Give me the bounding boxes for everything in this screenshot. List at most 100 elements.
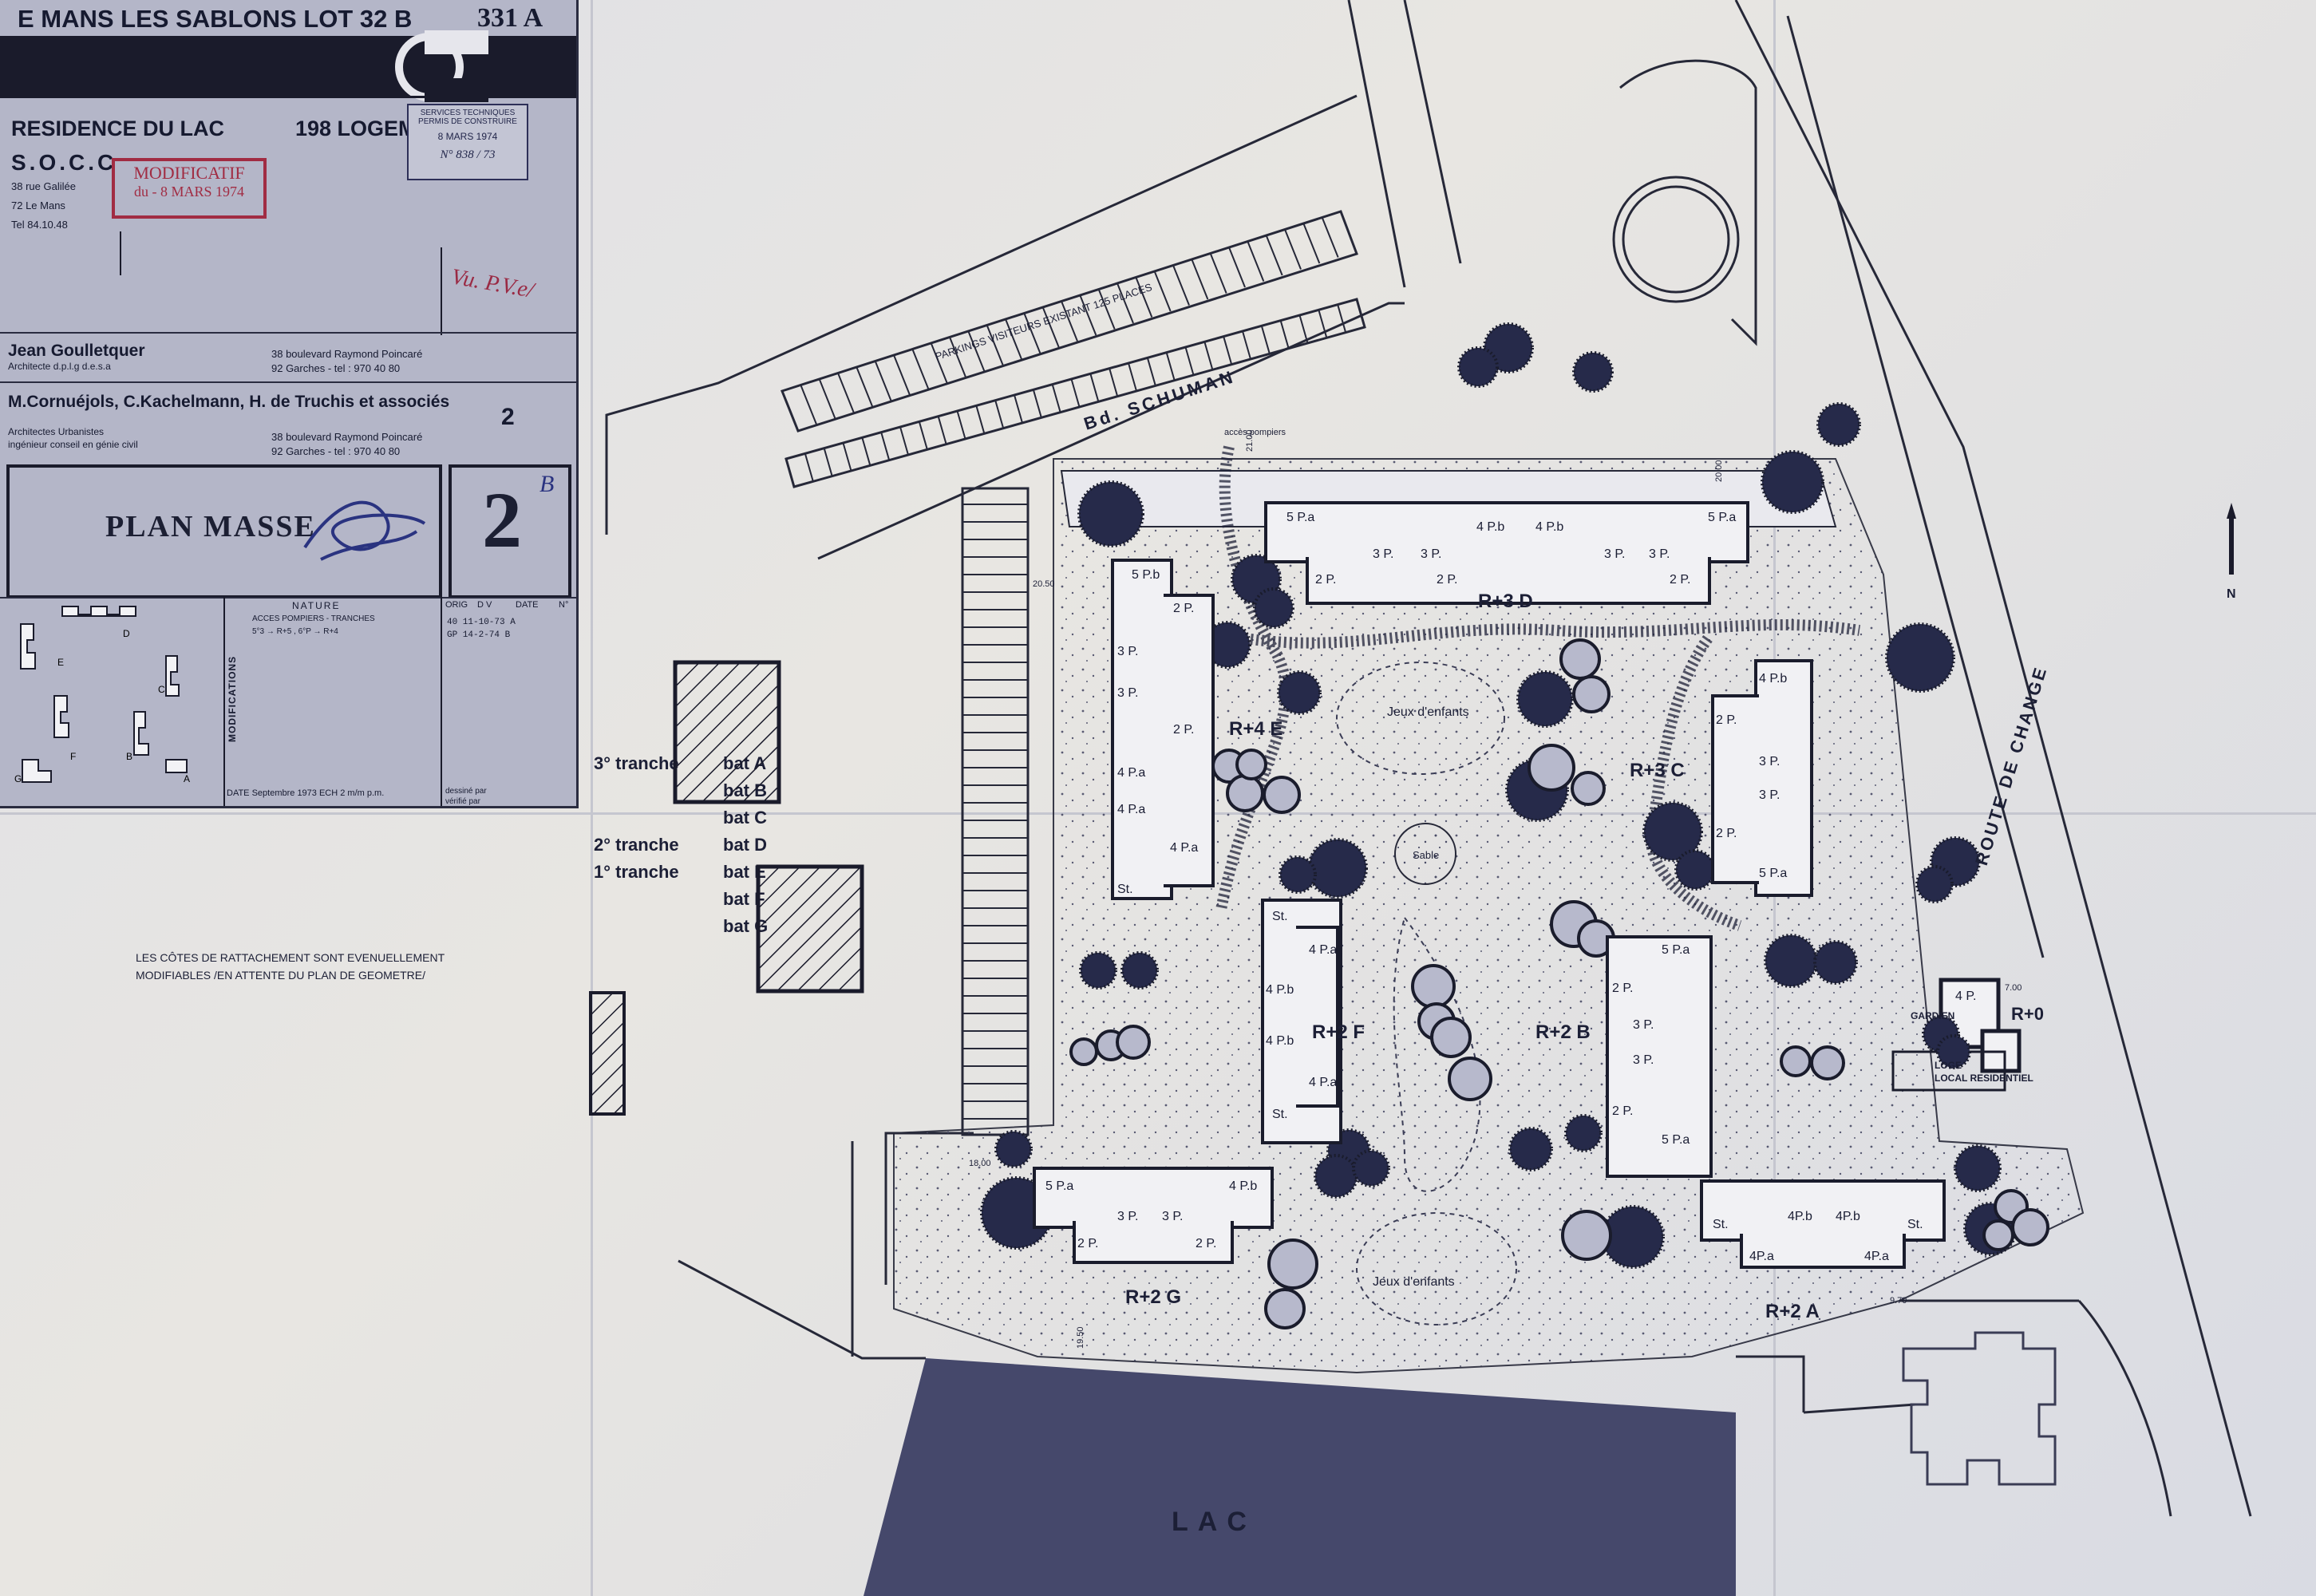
unit-label-c: 2 P. <box>1716 713 1737 727</box>
unit-label-d: 2 P. <box>1670 573 1691 587</box>
unit-label-c: 3 P. <box>1759 755 1780 768</box>
unit-label-a: 4P.b <box>1836 1210 1860 1223</box>
unit-label-a: St. <box>1713 1218 1729 1231</box>
key-plan-thumbnail: D E C B A F G <box>14 606 190 784</box>
tree-icon <box>1571 771 1606 806</box>
unit-label-d: 5 P.a <box>1286 511 1315 524</box>
unit-label-e: 3 P. <box>1117 645 1139 658</box>
tree-icon <box>2011 1208 2049 1246</box>
tree-icon <box>1813 940 1858 985</box>
building-g-rear <box>1073 1221 1234 1264</box>
dimension-20: 20.00 <box>1714 460 1724 482</box>
associates-role: Architectes Urbanistes <box>8 426 105 437</box>
architect-name: Jean Goulletquer <box>8 342 145 360</box>
unit-label-c: 2 P. <box>1716 827 1737 840</box>
building-g <box>1033 1167 1274 1229</box>
tree-icon <box>1572 675 1611 713</box>
associates-engineer: ingénieur conseil en génie civil <box>8 439 138 450</box>
socc-address: 38 rue Galilée <box>11 180 76 192</box>
building-b <box>1606 935 1713 1178</box>
tree-icon <box>1764 934 1818 988</box>
tree-icon <box>1508 1127 1553 1171</box>
revisions-n-header: N° <box>559 600 569 610</box>
sandpit <box>1394 823 1456 885</box>
unit-label-b: 3 P. <box>1633 1018 1654 1032</box>
building-e-label: R+4 E <box>1229 718 1283 740</box>
building-e-rear <box>1164 594 1215 887</box>
tree-icon <box>1411 964 1456 1009</box>
tranche-2-hatch <box>589 991 626 1116</box>
unit-label-e: 4 P.a <box>1170 841 1199 855</box>
unit-label-d: 3 P. <box>1421 547 1442 561</box>
unit-label-b: 5 P.a <box>1662 1133 1690 1147</box>
tree-icon <box>1982 1219 2014 1251</box>
unit-label-g: 4 P.b <box>1229 1179 1258 1193</box>
unit-label-f: 4 P.b <box>1266 983 1294 997</box>
unit-label-e: 3 P. <box>1117 686 1139 700</box>
building-f-rear <box>1296 926 1339 1108</box>
note-line-1: LES CÔTES DE RATTACHEMENT SONT EVENUELLE… <box>136 951 445 964</box>
building-d-rear <box>1306 557 1711 605</box>
unit-label-c: 3 P. <box>1759 788 1780 802</box>
unit-label-g: 2 P. <box>1077 1237 1099 1250</box>
tree-icon <box>1761 450 1824 514</box>
fire-access-label: accès pompiers <box>1224 428 1286 437</box>
tree-icon <box>1079 951 1117 990</box>
tree-icon <box>1572 351 1614 393</box>
architect-phone: 92 Garches - tel : 970 40 80 <box>271 362 401 374</box>
architect-address: 38 boulevard Raymond Poincaré <box>271 348 423 360</box>
tranche-3-hatch <box>673 660 781 804</box>
bat-legend-item-c: bat C <box>723 808 767 828</box>
signature-icon <box>303 500 426 561</box>
legend-tranche-1: 1° tranche <box>594 862 679 882</box>
bat-legend-item-d: bat D <box>723 835 767 855</box>
unit-label-g: 3 P. <box>1162 1210 1184 1223</box>
tree-icon <box>1457 346 1499 388</box>
jeux-enfants-label-1: Jeux d'enfants <box>1387 705 1469 719</box>
north-label: N <box>2227 587 2236 601</box>
lac-label: LAC <box>1172 1507 1256 1537</box>
unit-label-d: 3 P. <box>1649 547 1670 561</box>
tree-icon <box>1810 1045 1845 1080</box>
unit-label-b: 2 P. <box>1612 982 1634 995</box>
unit-label-d: 5 P.a <box>1708 511 1737 524</box>
unit-label-f: 4 P.a <box>1309 1076 1338 1089</box>
tree-icon <box>994 1130 1033 1168</box>
plan-number-suffix: B <box>539 471 555 497</box>
building-d <box>1264 501 1749 563</box>
tree-icon <box>1780 1045 1812 1077</box>
unit-label-d: 3 P. <box>1373 547 1394 561</box>
tree-icon <box>1601 1205 1665 1269</box>
unit-label-d: 3 P. <box>1604 547 1626 561</box>
svg-text:B: B <box>126 751 132 762</box>
tree-icon <box>1314 1154 1358 1199</box>
tranche-1-hatch <box>756 864 864 994</box>
revision-nature-1: ACCES POMPIERS - TRANCHES <box>252 614 375 623</box>
fold-line <box>591 0 593 1596</box>
unit-label-e: 2 P. <box>1173 602 1195 615</box>
svg-text:D: D <box>123 628 130 639</box>
unit-label-a: 4P.a <box>1749 1250 1774 1263</box>
unit-label-a: 4P.a <box>1864 1250 1889 1263</box>
tree-icon <box>1267 1238 1318 1290</box>
architect-role: Architecte d.p.l.g d.e.s.a <box>8 361 111 372</box>
tree-icon <box>1277 670 1322 715</box>
tree-icon <box>1936 1034 1971 1069</box>
unit-label-d: 2 P. <box>1315 573 1337 587</box>
tree-icon <box>1263 776 1301 814</box>
tree-icon <box>1235 749 1267 780</box>
tree-icon <box>1203 621 1251 669</box>
building-c-rear <box>1711 694 1759 884</box>
tree-icon <box>1954 1144 2002 1192</box>
tree-icon <box>1674 849 1716 891</box>
date-scale-line: DATE Septembre 1973 ECH 2 m/m p.m. <box>227 788 385 798</box>
revisions-date-header: DATE <box>516 600 539 610</box>
unit-label-f: 4 P.b <box>1266 1034 1294 1048</box>
legend-tranche-3: 3° tranche <box>594 753 679 773</box>
tree-icon <box>1352 1149 1390 1187</box>
revision-row-2: GP 14-2-74 B <box>447 630 511 640</box>
unit-label-b: 2 P. <box>1612 1104 1634 1118</box>
sable-label: Sable <box>1413 849 1440 861</box>
revision-row-1: 40 11-10-73 A <box>447 618 516 627</box>
drawn-by-label: dessiné par <box>445 787 487 796</box>
